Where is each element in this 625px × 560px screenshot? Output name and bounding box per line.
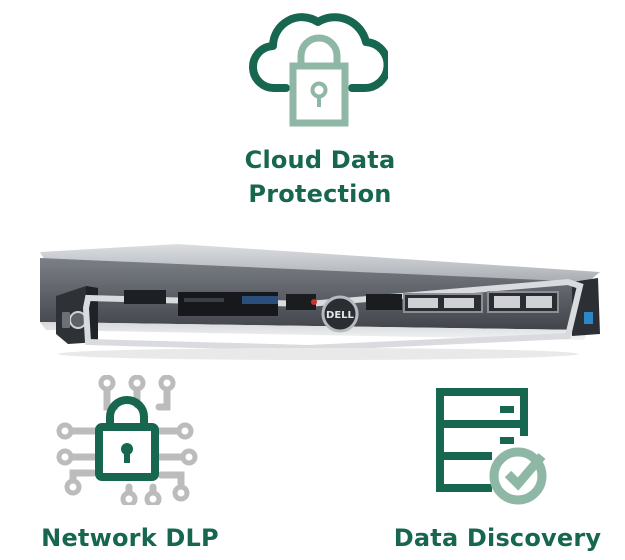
dell-logo: DELL	[326, 310, 355, 321]
cloud-label-line1: Cloud Data	[244, 146, 396, 174]
network-lock-icon	[56, 375, 198, 505]
rack-server-image: DELL	[40, 244, 600, 360]
data-discovery-label: Data Discovery	[393, 524, 602, 552]
network-dlp-label: Network DLP	[41, 524, 219, 552]
cloud-lock-icon	[249, 13, 388, 127]
cloud-data-protection-label: Cloud Data Protection	[200, 143, 440, 211]
cloud-label-line2: Protection	[248, 180, 392, 208]
server-check-icon	[436, 388, 547, 505]
